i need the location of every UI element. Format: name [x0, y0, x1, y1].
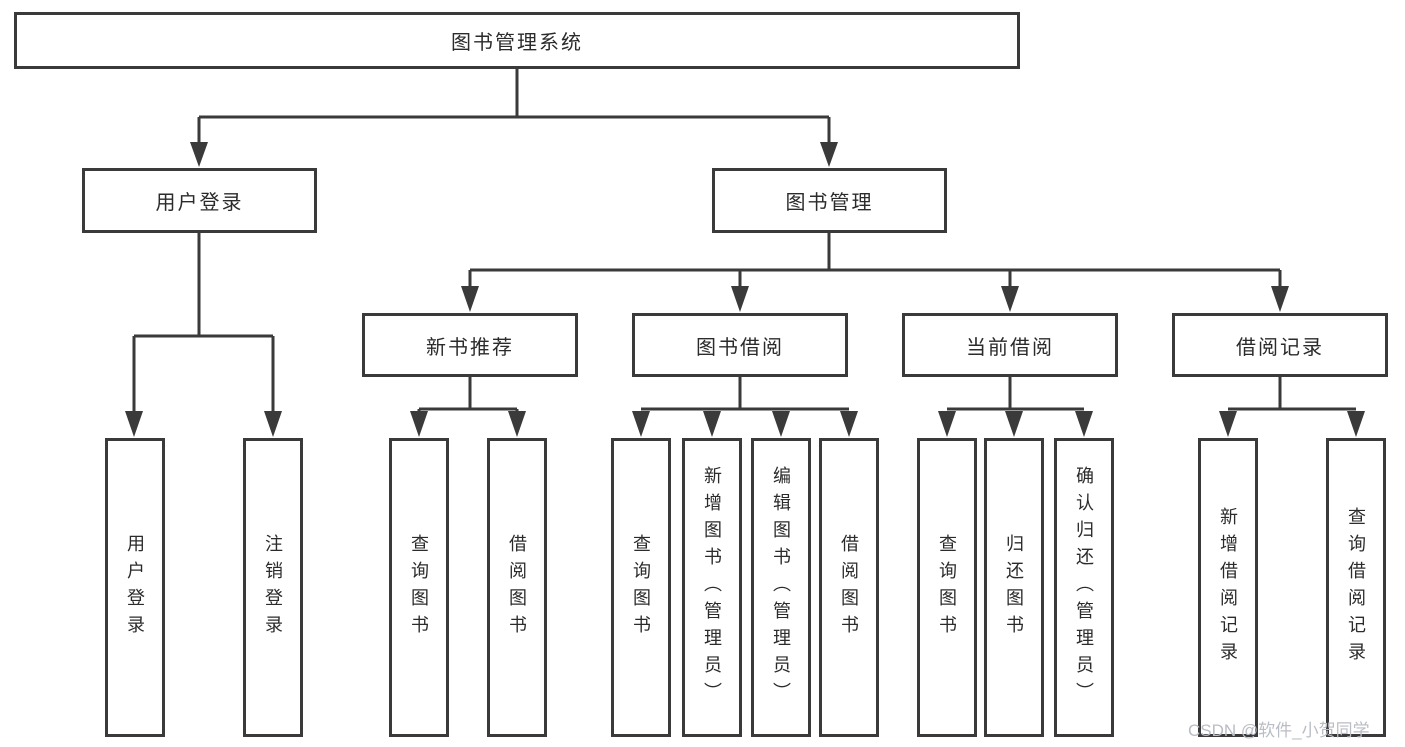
- arrowhead: [1005, 411, 1023, 437]
- csdn-watermark: CSDN @软件_小贺同学: [1188, 721, 1370, 740]
- leaf-return-books: 归还图书: [984, 438, 1044, 737]
- arrowhead: [1075, 411, 1093, 437]
- leaf-query-borrow-record: 查询借阅记录: [1326, 438, 1386, 737]
- leaf-borrow-books-recommend: 借阅图书: [487, 438, 547, 737]
- leaf-confirm-return-admin: 确认归还（管理员）: [1054, 438, 1114, 737]
- arrowhead: [731, 286, 749, 312]
- branch-borrow-records-to-leaves: [1219, 377, 1365, 437]
- node-label: 借阅记录: [1236, 336, 1324, 359]
- node-label: 图书借阅: [696, 336, 784, 359]
- node-library-management-system: 图书管理系统: [14, 12, 1020, 69]
- branch-user-login-to-leaves: [125, 233, 282, 437]
- node-label: 编辑图书（管理员）: [771, 466, 791, 709]
- arrowhead: [938, 411, 956, 437]
- node-label: 借阅图书: [839, 533, 859, 642]
- arrowhead: [820, 142, 838, 167]
- branch-book-borrowing-to-leaves: [632, 377, 858, 437]
- node-label: 新增图书（管理员）: [702, 466, 722, 709]
- node-label: 图书管理: [785, 192, 874, 214]
- arrowhead: [508, 411, 526, 437]
- leaf-user-login: 用户登录: [105, 438, 165, 737]
- leaf-add-book-admin: 新增图书（管理员）: [682, 438, 742, 737]
- node-label: 查询图书: [631, 533, 651, 642]
- node-label: 用户登录: [155, 192, 244, 214]
- node-borrow-records: 借阅记录: [1172, 313, 1388, 377]
- node-label: 借阅图书: [507, 533, 527, 642]
- node-book-borrowing: 图书借阅: [632, 313, 848, 377]
- arrowhead: [410, 411, 428, 437]
- leaf-query-books-current: 查询图书: [917, 438, 977, 737]
- arrowhead: [461, 286, 479, 312]
- leaf-add-borrow-record: 新增借阅记录: [1198, 438, 1258, 737]
- leaf-edit-book-admin: 编辑图书（管理员）: [751, 438, 811, 737]
- branch-new-book-recommend-to-leaves: [410, 377, 526, 437]
- node-label: 图书管理系统: [451, 32, 583, 54]
- node-label: 用户登录: [125, 533, 145, 642]
- leaf-borrow-books-borrowing: 借阅图书: [819, 438, 879, 737]
- branch-current-borrowing-to-leaves: [938, 377, 1093, 437]
- node-current-borrowing: 当前借阅: [902, 313, 1118, 377]
- node-user-login: 用户登录: [82, 168, 317, 233]
- node-label: 查询图书: [937, 533, 957, 642]
- node-new-book-recommend: 新书推荐: [362, 313, 578, 377]
- node-label: 归还图书: [1004, 533, 1024, 642]
- node-label: 查询借阅记录: [1346, 506, 1366, 669]
- node-label: 当前借阅: [966, 336, 1054, 359]
- arrowhead: [703, 411, 721, 437]
- arrowhead: [772, 411, 790, 437]
- arrowhead: [190, 142, 208, 167]
- node-book-management: 图书管理: [712, 168, 947, 233]
- arrowhead: [1347, 411, 1365, 437]
- node-label: 注销登录: [263, 533, 283, 642]
- leaf-query-books-recommend: 查询图书: [389, 438, 449, 737]
- node-label: 新增借阅记录: [1218, 506, 1238, 669]
- arrowhead: [264, 411, 282, 437]
- leaf-query-books-borrowing: 查询图书: [611, 438, 671, 737]
- node-label: 确认归还（管理员）: [1074, 466, 1094, 709]
- arrowhead: [1001, 286, 1019, 312]
- branch-root-to-level2: [190, 68, 838, 167]
- arrowhead: [840, 411, 858, 437]
- leaf-logout: 注销登录: [243, 438, 303, 737]
- arrowhead: [1219, 411, 1237, 437]
- node-label: 新书推荐: [426, 336, 514, 359]
- arrowhead: [1271, 286, 1289, 312]
- arrowhead: [125, 411, 143, 437]
- branch-book-management-to-level3: [461, 233, 1289, 312]
- node-label: 查询图书: [409, 533, 429, 642]
- arrowhead: [632, 411, 650, 437]
